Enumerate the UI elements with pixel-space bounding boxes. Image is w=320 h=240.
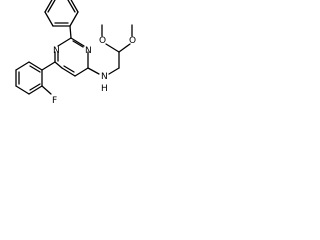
bond [29, 65, 41, 73]
atom-label-h-amine: H [101, 84, 108, 94]
bond [15, 85, 30, 95]
bond [69, 25, 72, 39]
atom-label-n-pyridine: N [58, 0, 65, 2]
bond [118, 43, 131, 53]
bond-lines [15, 0, 133, 95]
bond [72, 40, 84, 48]
bond [54, 61, 63, 69]
bond [74, 67, 89, 77]
bond [41, 61, 56, 71]
bond [108, 67, 120, 75]
bond [57, 37, 72, 47]
atom-label-n-amine: N [101, 72, 108, 82]
bond [44, 11, 54, 27]
bond [47, 0, 56, 13]
bond [70, 0, 79, 13]
bond [44, 0, 53, 13]
atom-label-f: F [52, 96, 57, 106]
atom-label-o-methoxy-1: O [99, 36, 106, 46]
bond [28, 85, 43, 95]
bond [70, 37, 85, 47]
bond [41, 85, 52, 95]
bond [15, 61, 30, 71]
atom-label-n-pyrimidine-left: N [53, 46, 60, 56]
atom-label-n-pyrimidine-top: N [85, 46, 92, 56]
atom-label-o-methoxy-2: O [129, 36, 136, 46]
molecule-structure: N N N N H O O F [15, 0, 136, 106]
bond [69, 11, 79, 27]
bond [105, 43, 120, 53]
bond [28, 61, 43, 71]
bond [87, 67, 100, 75]
bond [61, 67, 76, 77]
bond [67, 0, 76, 13]
bond [63, 65, 75, 73]
atom-labels: N N N N H O O F [52, 0, 136, 106]
bond [29, 83, 41, 91]
